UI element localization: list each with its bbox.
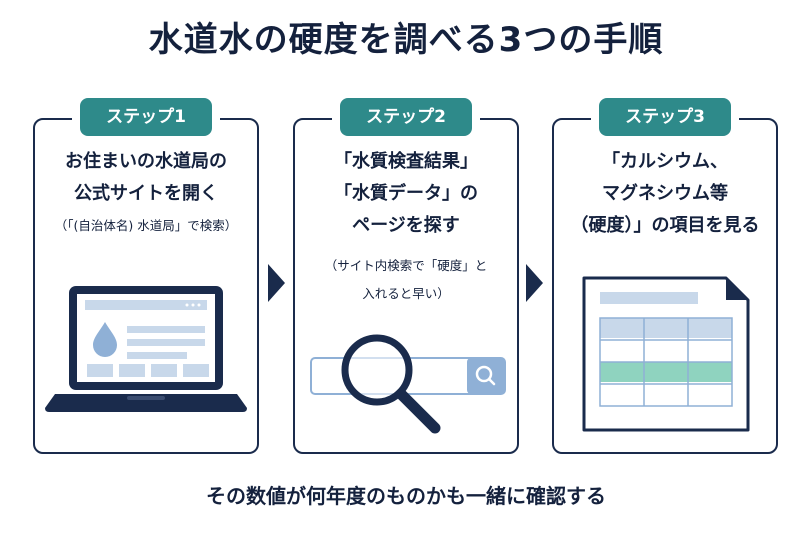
search-bar-illustration <box>310 334 506 434</box>
document-table-icon <box>582 276 750 432</box>
magnifier-icon <box>341 334 441 434</box>
step-2-heading-line-1: 「水質検査結果」 <box>334 151 478 172</box>
step-1-note: （「(自治体名) 水道局」で検索） <box>54 218 238 233</box>
step-2-note-line-1: （サイト内検索で「硬度」と <box>324 258 488 273</box>
step-1-heading-line-1: お住まいの水道局の <box>65 151 227 172</box>
step-1-heading-line-2: 公式サイトを開く <box>74 183 218 204</box>
arrow-right-icon <box>526 264 543 302</box>
step-2-note-line-2: 入れると早い） <box>362 286 450 301</box>
step-3-heading-line-3: （硬度）」の項目を見る <box>570 215 760 236</box>
water-drop-icon <box>93 322 117 357</box>
search-icon <box>475 365 496 386</box>
step-3-heading-line-1: 「カルシウム、 <box>602 151 728 172</box>
laptop-icon <box>45 286 247 412</box>
step-2-heading-line-2: 「水質データ」の <box>334 183 478 204</box>
step-2-heading-line-3: ページを探す <box>352 215 460 236</box>
step-3-card: ステップ3 「カルシウム、 マグネシウム等 （硬度）」の項目を見る <box>552 98 778 454</box>
step-3-heading-line-2: マグネシウム等 <box>602 183 728 204</box>
step-1-badge: ステップ1 <box>80 98 212 136</box>
step-2-card: ステップ2 「水質検査結果」 「水質データ」の ページを探す （サイト内検索で「… <box>293 98 519 454</box>
step-1-card: ステップ1 お住まいの水道局の 公式サイトを開く （「(自治体名) 水道局」で検… <box>33 98 259 454</box>
step-2-badge: ステップ2 <box>340 98 472 136</box>
footer-note: その数値が何年度のものかも一緒に確認する <box>206 484 606 508</box>
step-3-badge: ステップ3 <box>599 98 731 136</box>
page-title: 水道水の硬度を調べる3つの手順 <box>148 20 664 60</box>
arrow-right-icon <box>268 264 285 302</box>
